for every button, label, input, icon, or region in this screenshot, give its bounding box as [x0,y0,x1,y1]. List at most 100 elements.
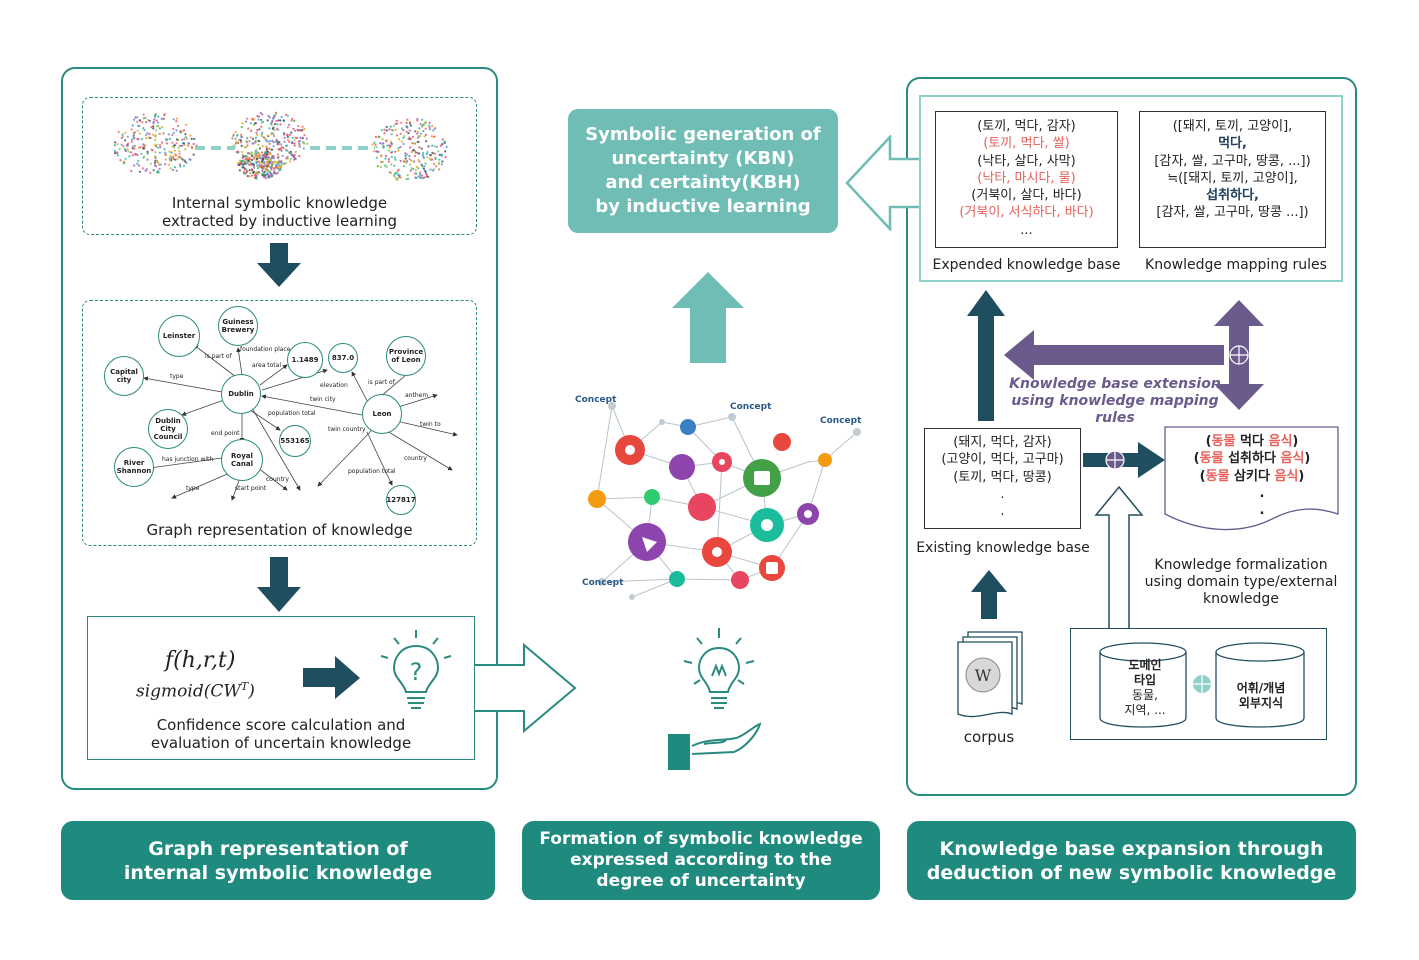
edge-label: twin country [328,426,366,433]
cluster-point [119,159,122,162]
edge-label: is part of [205,353,232,360]
cluster-point [258,154,261,157]
cluster-point [429,153,432,157]
cluster-point [414,154,417,158]
cluster-point [122,162,125,165]
cluster-point [429,168,432,171]
concept-network [588,402,861,600]
cluster-point [144,116,147,119]
cluster-point [428,126,431,129]
cluster-point [133,153,137,156]
middle-banner: Formation of symbolic knowledge expresse… [522,821,880,900]
cluster-point [136,129,139,132]
existing-line: (토끼, 먹다, 땅콩) [953,469,1052,485]
cluster-point [425,140,428,143]
cluster-point [283,136,286,139]
formal-type: 동물 [1205,468,1230,484]
cluster-point [419,171,422,174]
cluster-point [409,146,412,149]
cluster-point [281,154,284,157]
cluster-point [404,152,407,155]
cluster-point [409,169,412,172]
cluster-point [249,161,252,164]
cluster-point [173,149,176,152]
cluster-point [441,138,444,141]
formal-document-shape [1164,426,1339,531]
db-1-title-line-1: 도메인 [1128,658,1162,672]
cluster-point [282,146,285,150]
edge-label: end point [211,430,240,437]
cluster-point [432,169,435,172]
cluster-point [162,132,165,135]
cluster-point [169,137,172,140]
cluster-point [264,177,267,180]
cluster-point [278,140,281,144]
formula-1: f(h,r,t) [165,648,236,673]
cluster-point [380,160,383,163]
cluster-point [413,172,417,175]
cluster-point [402,142,405,146]
cluster-point [242,155,245,158]
cluster-point [152,133,155,136]
hand-lightbulb-icon [668,628,762,770]
cluster-point [431,125,434,128]
formal-type: 음식 [1268,434,1293,449]
cluster-point [133,136,136,139]
cluster-point [284,157,288,160]
cluster-point [170,151,173,154]
cluster-point [425,152,428,156]
cluster-point [155,129,158,132]
cluster-point [256,114,259,118]
cluster-point [183,138,186,141]
cluster-point [173,144,177,147]
cluster-point [298,155,301,158]
cluster-point [299,139,302,143]
outline-right-arrow [474,643,577,733]
cluster-point [395,134,399,137]
cluster-point [123,148,126,151]
cluster-point [258,140,261,143]
graph-node-capital: Capital city [104,356,144,396]
cluster-point [248,140,251,143]
cluster-point [192,142,195,146]
cluster-point [405,177,408,181]
cluster-point [150,148,153,151]
cluster-point [256,129,259,132]
cluster-point [253,166,256,169]
cluster-point [275,119,278,123]
cluster-point [153,164,156,167]
left-banner: Graph representation of internal symboli… [61,821,495,900]
cluster-point [255,177,258,180]
cluster-point [263,165,266,168]
cluster-point [422,176,425,179]
up-arrow-navy [967,290,1005,421]
cluster-point [405,130,408,133]
cluster-point [291,136,294,139]
cluster-point [418,127,421,130]
cluster-point [388,146,391,149]
cluster-point [381,160,385,164]
cluster-point [264,151,267,155]
cluster-point [416,119,419,122]
cluster-point [154,113,157,116]
cluster-point [407,132,410,135]
cluster-point [276,153,279,156]
cluster-point [169,167,172,170]
cluster-point [122,135,125,138]
cluster-point [133,164,136,167]
cluster-point [417,130,420,133]
edge-label: twin to [420,421,441,428]
cluster-point [131,124,134,127]
cluster-point [250,155,254,158]
cluster-point [128,155,131,158]
cluster-point [167,133,170,136]
cluster-point [295,137,299,140]
cluster-point [124,139,127,142]
cluster-point [244,162,247,165]
cluster-point [301,137,304,140]
cluster-point [428,128,431,131]
cluster-point [384,157,387,160]
formula-close: ) [248,681,255,702]
cluster-point [421,151,425,154]
extension-caption-line-2: using knowledge mapping rules [1011,393,1219,426]
